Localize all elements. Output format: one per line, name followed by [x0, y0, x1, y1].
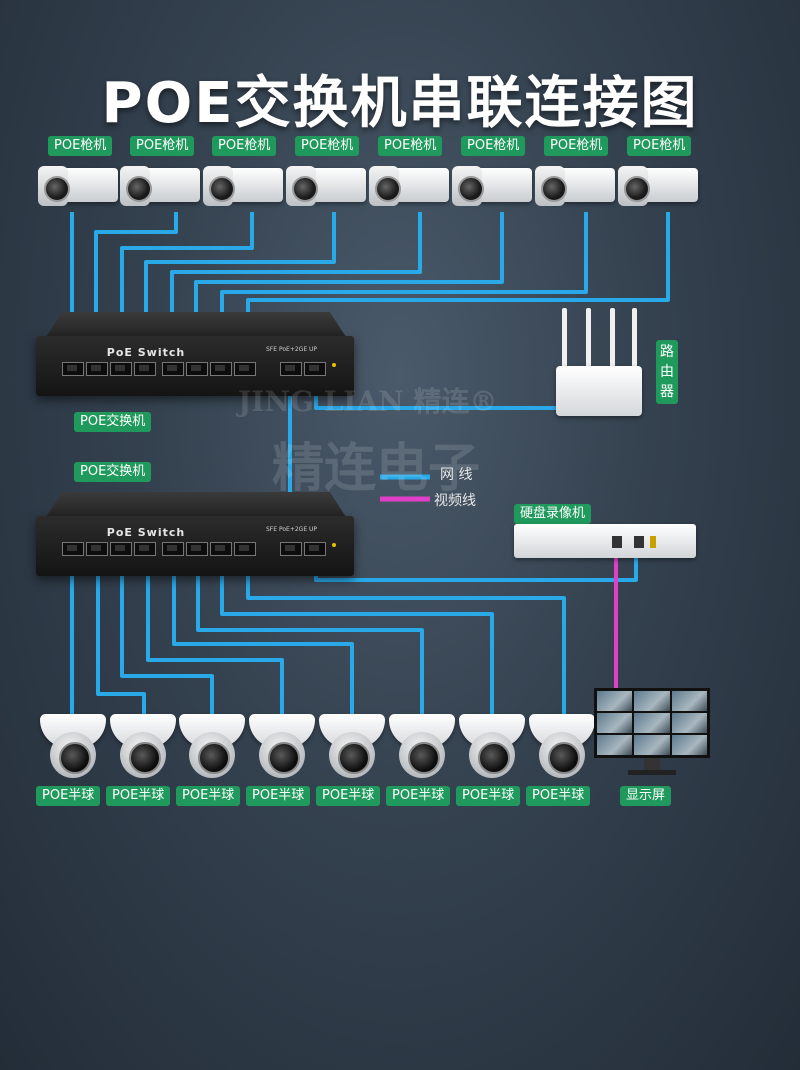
uplink-port	[280, 362, 302, 376]
watermark-brand: JING LIAN 精连®	[238, 385, 498, 418]
dome-camera-icon	[389, 714, 455, 780]
power-led	[332, 543, 336, 547]
dome-camera-tag-1: POE半球	[36, 786, 101, 806]
dome-camera-icon	[179, 714, 245, 780]
switch-port	[162, 362, 184, 376]
nvr-tag: 硬盘录像机	[514, 504, 592, 524]
dome-camera-icon	[319, 714, 385, 780]
network-cable	[196, 552, 424, 718]
network-cable	[96, 552, 146, 718]
uplink-port	[304, 362, 326, 376]
dome-camera-tag-8: POE半球	[526, 786, 591, 806]
switch-port	[210, 362, 232, 376]
switch-port	[186, 362, 208, 376]
gun-camera-icon	[38, 162, 120, 212]
dome-camera-tag-3: POE半球	[176, 786, 241, 806]
switch-port	[134, 362, 156, 376]
dome-camera-icon	[40, 714, 106, 780]
gun-camera-tag-5: POE枪机	[378, 136, 443, 156]
network-cable	[120, 212, 254, 374]
switch-port	[62, 362, 84, 376]
dome-camera-icon	[249, 714, 315, 780]
router-label: 路由器	[656, 340, 678, 404]
network-cable	[146, 552, 284, 718]
switch-port	[186, 542, 208, 556]
network-cable	[246, 552, 566, 718]
gun-camera-icon	[369, 162, 451, 212]
gun-camera-icon	[618, 162, 700, 212]
gun-camera-tag-4: POE枪机	[295, 136, 360, 156]
dome-camera-icon	[459, 714, 525, 780]
dome-camera-icon	[529, 714, 595, 780]
monitor-icon	[594, 688, 710, 778]
legend-video-label: 视频线	[434, 493, 476, 509]
uplink-port	[280, 542, 302, 556]
switch-port	[234, 542, 256, 556]
router-icon	[556, 308, 642, 416]
switch-port	[110, 362, 132, 376]
legend-network-label: 网 线	[440, 467, 473, 483]
poe-switch-top: PoE Switch SFE PoE+2GE UP	[36, 312, 354, 396]
gun-camera-tag-7: POE枪机	[544, 136, 609, 156]
gun-camera-icon	[535, 162, 617, 212]
switch-port	[110, 542, 132, 556]
gun-camera-tag-3: POE枪机	[212, 136, 277, 156]
switch-port	[86, 542, 108, 556]
switch-top-tag: POE交换机	[74, 412, 152, 432]
gun-camera-tag-8: POE枪机	[627, 136, 692, 156]
switch-port	[134, 542, 156, 556]
dome-camera-tag-2: POE半球	[106, 786, 171, 806]
dome-camera-tag-6: POE半球	[386, 786, 451, 806]
dome-camera-icon	[110, 714, 176, 780]
dome-camera-tag-4: POE半球	[246, 786, 311, 806]
gun-camera-icon	[452, 162, 534, 212]
uplink-port	[304, 542, 326, 556]
dome-camera-tag-7: POE半球	[456, 786, 521, 806]
network-cable	[220, 552, 494, 718]
switch-port	[62, 542, 84, 556]
switch-port	[162, 542, 184, 556]
network-cable	[172, 552, 354, 718]
switch-model: SFE PoE+2GE UP	[266, 526, 318, 533]
switch-name: PoE Switch	[106, 346, 186, 359]
switch-port	[86, 362, 108, 376]
watermark-company: 精连电子	[272, 438, 481, 499]
switch-port	[234, 362, 256, 376]
power-led	[332, 363, 336, 367]
nvr-icon	[514, 524, 696, 558]
gun-camera-icon	[120, 162, 202, 212]
gun-camera-icon	[286, 162, 368, 212]
network-cable	[120, 552, 214, 718]
network-cable	[94, 212, 178, 374]
switch-model: SFE PoE+2GE UP	[266, 346, 318, 353]
gun-camera-icon	[203, 162, 285, 212]
gun-camera-tag-6: POE枪机	[461, 136, 526, 156]
switch-name: PoE Switch	[106, 526, 186, 539]
dome-camera-tag-5: POE半球	[316, 786, 381, 806]
switch-bottom-tag: POE交换机	[74, 462, 152, 482]
gun-camera-tag-2: POE枪机	[130, 136, 195, 156]
poe-switch-bottom: PoE Switch SFE PoE+2GE UP	[36, 492, 354, 576]
switch-port	[210, 542, 232, 556]
monitor-tag: 显示屏	[620, 786, 672, 806]
gun-camera-tag-1: POE枪机	[48, 136, 113, 156]
page-title: POE交换机串联连接图	[101, 71, 699, 136]
